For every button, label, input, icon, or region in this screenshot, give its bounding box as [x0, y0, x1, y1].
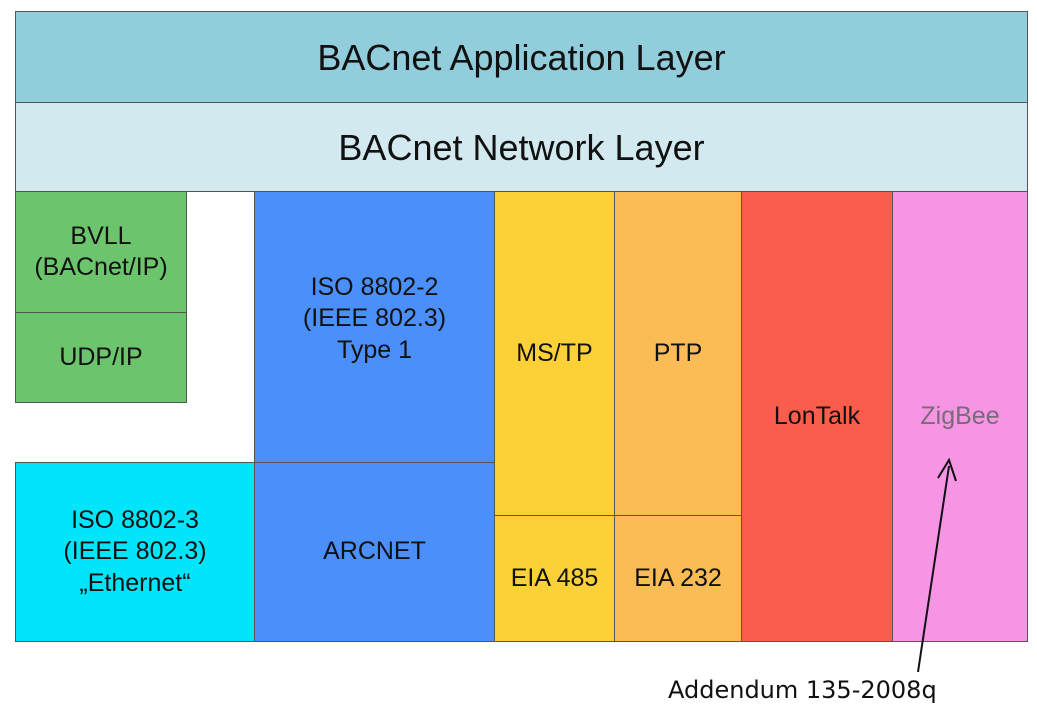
application-layer-label: BACnet Application Layer [317, 36, 726, 78]
network-layer-label: BACnet Network Layer [338, 126, 705, 168]
ms-tp-block: MS/TP [494, 191, 615, 516]
udp-ip-block: UDP/IP [15, 312, 187, 403]
ptp-block: PTP [614, 191, 742, 516]
arcnet-block: ARCNET [254, 462, 495, 642]
eia-232-block: EIA 232 [614, 515, 742, 642]
zigbee-label: ZigBee [920, 401, 1000, 430]
network-layer-block: BACnet Network Layer [15, 102, 1028, 192]
iso-8802-2-block: ISO 8802-2 (IEEE 802.3) Type 1 [254, 191, 495, 463]
lontalk-block: LonTalk [741, 191, 893, 642]
addendum-annotation: Addendum 135-2008q [668, 676, 937, 704]
eia-232-label: EIA 232 [634, 563, 722, 592]
ethernet-block: ISO 8802-3 (IEEE 802.3) „Ethernet“ [15, 462, 255, 642]
bvll-block: BVLL (BACnet/IP) [15, 191, 187, 313]
arcnet-label: ARCNET [323, 537, 426, 566]
bvll-label: BVLL (BACnet/IP) [34, 221, 168, 281]
eia-485-label: EIA 485 [510, 563, 599, 592]
iso-8802-2-label: ISO 8802-2 (IEEE 802.3) Type 1 [302, 273, 447, 364]
application-layer-block: BACnet Application Layer [15, 11, 1028, 103]
zigbee-block: ZigBee [892, 191, 1028, 642]
ethernet-label: ISO 8802-3 (IEEE 802.3) „Ethernet“ [63, 506, 207, 597]
lontalk-label: LonTalk [773, 401, 861, 430]
ms-tp-label: MS/TP [516, 338, 593, 367]
eia-485-block: EIA 485 [494, 515, 615, 642]
ptp-label: PTP [653, 338, 703, 367]
udp-ip-label: UDP/IP [59, 342, 143, 371]
